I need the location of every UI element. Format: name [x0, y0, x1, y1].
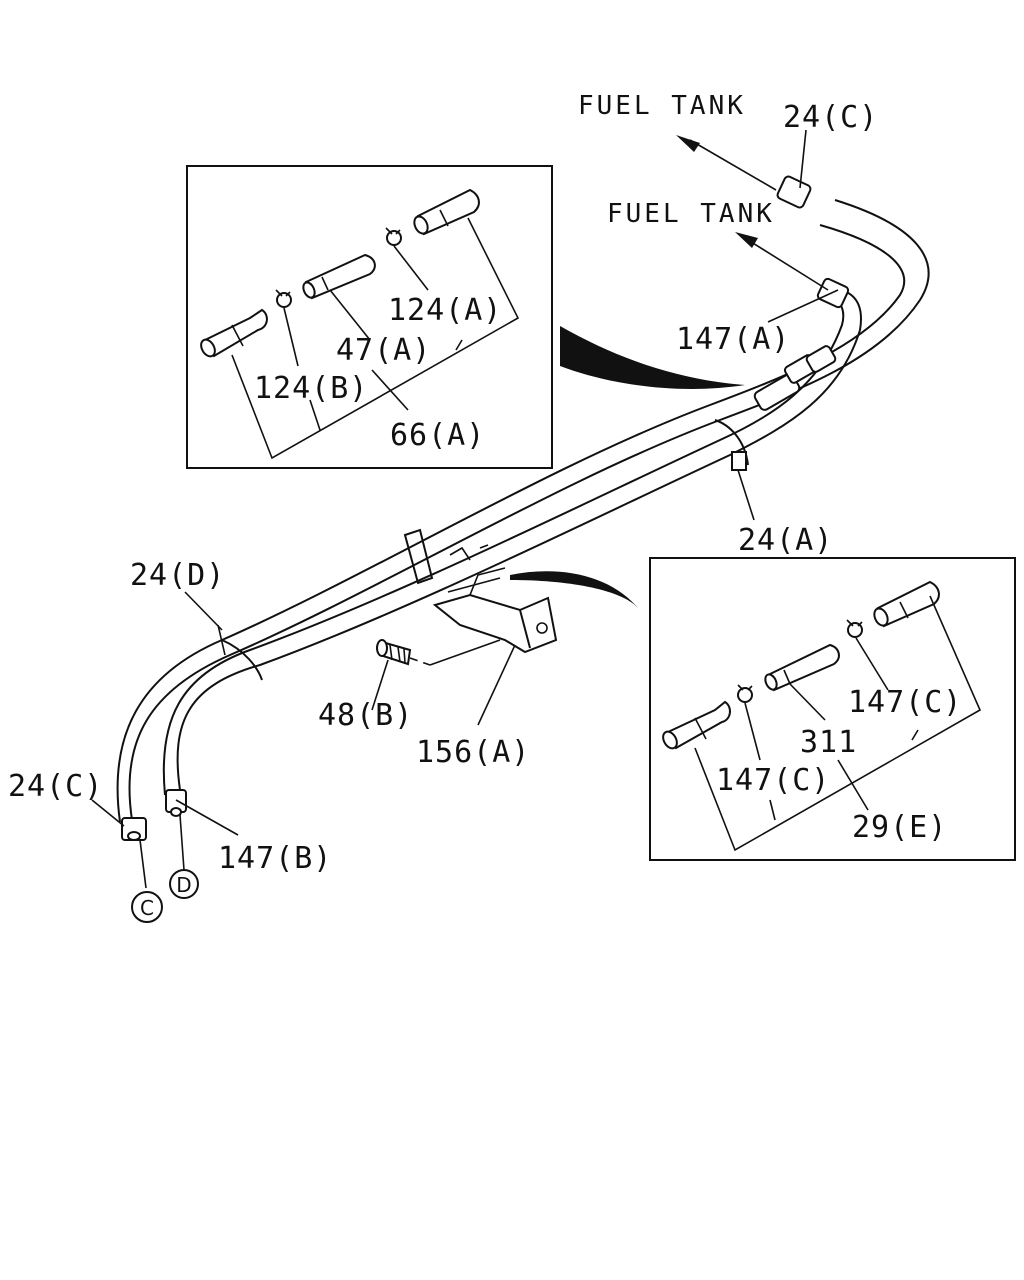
inset-top-parts — [200, 188, 520, 460]
main-hoses — [116, 175, 930, 841]
label-24a: 24(A) — [738, 523, 833, 558]
inset-bottom-box — [649, 557, 1016, 861]
label-24c-top: 24(C) — [783, 100, 878, 135]
label-66a: 66(A) — [390, 418, 485, 453]
label-24d: 24(D) — [130, 558, 225, 593]
label-156a: 156(A) — [416, 735, 530, 770]
label-124b: 124(B) — [254, 371, 368, 406]
label-147b: 147(B) — [218, 841, 332, 876]
callout-wedge-top — [560, 326, 745, 389]
label-fuel-tank-1: FUEL TANK — [578, 91, 746, 121]
label-24c-left: 24(C) — [8, 769, 103, 804]
ref-circle-c-text: C — [140, 896, 154, 920]
callout-wedge-bottom — [510, 571, 638, 608]
ref-circle-d-text: D — [176, 873, 191, 897]
label-47a: 47(A) — [336, 333, 431, 368]
label-48b: 48(B) — [318, 698, 413, 733]
inset-bottom-parts — [662, 580, 982, 852]
label-147c-right: 147(C) — [848, 685, 962, 720]
label-311: 311 — [800, 725, 857, 760]
label-fuel-tank-2: FUEL TANK — [607, 199, 775, 229]
label-124a: 124(A) — [388, 293, 502, 328]
ref-circle-d — [169, 869, 199, 899]
label-29e: 29(E) — [852, 810, 947, 845]
label-147c-left: 147(C) — [716, 763, 830, 798]
leader-lines — [91, 129, 839, 889]
bracket-assembly — [376, 528, 558, 666]
inset-top-box — [186, 165, 553, 469]
ref-circle-c — [131, 891, 163, 923]
label-147a: 147(A) — [676, 322, 790, 357]
